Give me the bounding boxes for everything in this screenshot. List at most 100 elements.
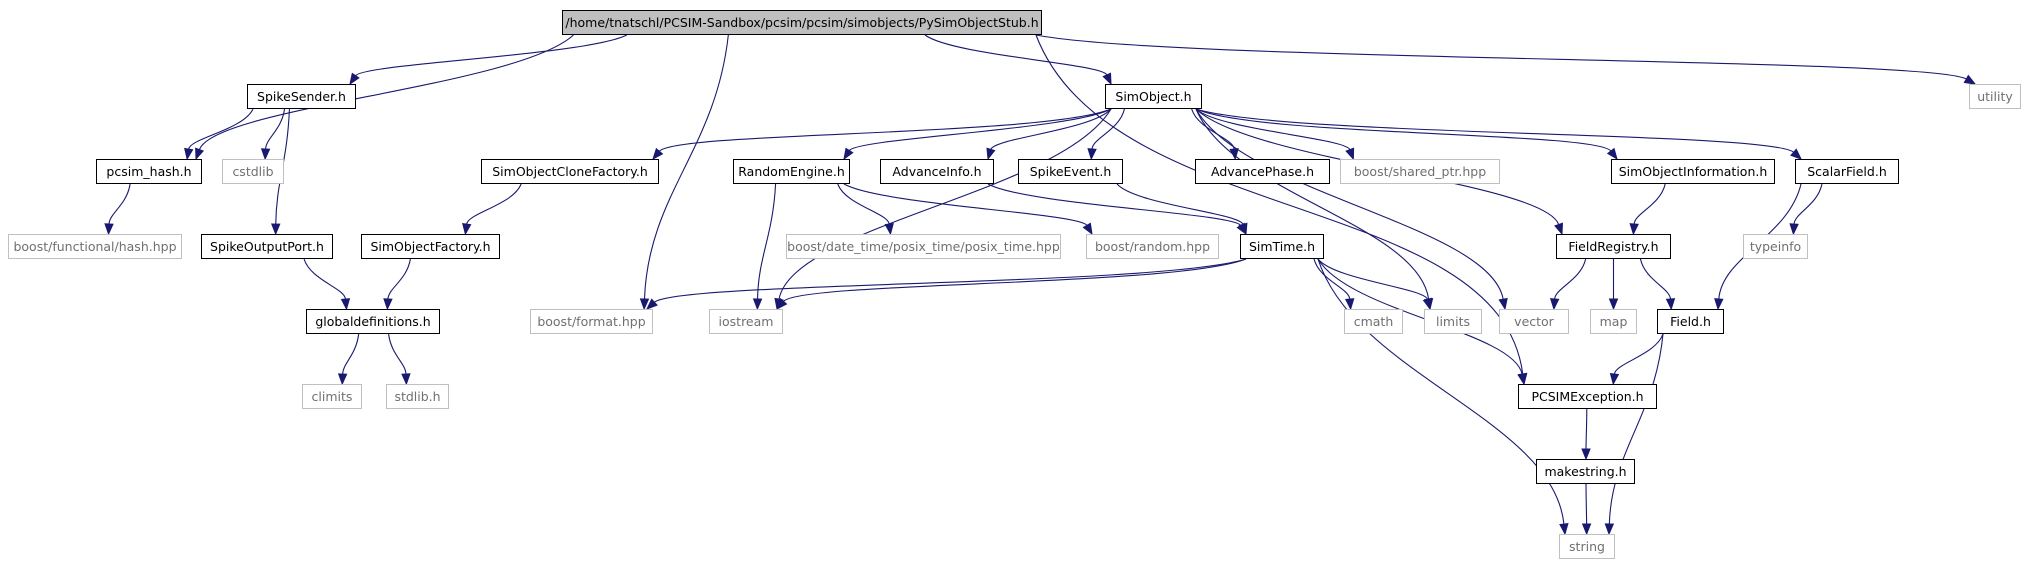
edge-arrowhead (1581, 448, 1591, 461)
edge-randomengine-to-posixtime (837, 183, 890, 225)
edge-scalarfield-to-typeinfo (1793, 183, 1823, 225)
edge-arrowhead (337, 373, 348, 386)
node-randomengine[interactable]: RandomEngine.h (733, 159, 850, 184)
edge-fieldregistry-to-field (1639, 258, 1672, 300)
edge-root-to-pcsimhash (198, 34, 574, 150)
node-simobject[interactable]: SimObject.h (1105, 84, 1202, 109)
edge-makestring-to-string (1585, 483, 1588, 525)
edge-arrowhead (843, 147, 854, 161)
edge-simtime-to-string (1317, 258, 1565, 525)
edge-advanceinfo-to-simtime (987, 183, 1242, 226)
edge-arrowhead (1554, 222, 1564, 236)
node-typeinfo: typeinfo (1743, 234, 1808, 259)
edge-globaldefs-to-climits (342, 333, 360, 375)
node-vector: vector (1499, 309, 1569, 334)
node-makestring[interactable]: makestring.h (1536, 459, 1635, 484)
edge-simobject-to-vector (1195, 108, 1504, 300)
edge-arrowhead (1345, 147, 1355, 161)
node-limits: limits (1424, 309, 1482, 334)
edge-arrowhead (752, 298, 763, 311)
node-field[interactable]: Field.h (1657, 309, 1724, 334)
edge-arrowhead (184, 147, 194, 161)
node-spikeevent[interactable]: SpikeEvent.h (1018, 159, 1123, 184)
edge-arrowhead (1606, 147, 1618, 161)
edge-simobject-to-scalarfield (1195, 108, 1794, 153)
node-simobjfactory[interactable]: SimObjectFactory.h (361, 234, 500, 259)
edge-globaldefs-to-stdlib (388, 333, 407, 375)
edge-spikesender-to-pcsimhash (188, 108, 254, 150)
edge-arrowhead (1498, 297, 1508, 311)
edge-simobject-to-spikeevent (1091, 108, 1125, 150)
edge-pcsimexception-to-makestring (1585, 408, 1588, 450)
edge-simobject-to-sharedptr (1195, 108, 1351, 151)
node-posixtime: boost/date_time/posix_time/posix_time.hp… (786, 234, 1061, 259)
node-utility: utility (1969, 84, 2021, 109)
edge-simobject-to-randomengine (848, 108, 1112, 151)
edge-arrowhead (1102, 72, 1112, 86)
edge-arrowhead (1963, 74, 1977, 85)
edge-arrowhead (776, 297, 788, 311)
edge-arrowhead (986, 147, 996, 161)
node-cloneFactory[interactable]: SimObjectCloneFactory.h (481, 159, 659, 184)
node-fieldregistry[interactable]: FieldRegistry.h (1556, 234, 1671, 259)
edge-arrowhead (1344, 298, 1355, 311)
edge-arrowhead (462, 222, 472, 236)
edge-arrowhead (1517, 372, 1527, 386)
edge-arrowhead (1608, 298, 1619, 311)
node-functionalhash: boost/functional/hash.hpp (8, 234, 182, 259)
edge-root-to-pcsimexception (1035, 34, 1524, 375)
edge-arrowhead (884, 222, 894, 236)
node-root[interactable]: /home/tnatschl/PCSIM-Sandbox/pcsim/pcsim… (562, 10, 1042, 35)
edge-simtime-to-cmath (1313, 258, 1351, 300)
edge-arrowhead (1581, 523, 1592, 536)
edge-simobject-to-advanceinfo (990, 108, 1112, 150)
node-simobjinfo[interactable]: SimObjectInformation.h (1611, 159, 1775, 184)
node-string: string (1559, 534, 1615, 559)
edge-arrowhead (1665, 298, 1676, 311)
edge-arrowhead (271, 223, 281, 236)
edge-arrowhead (1714, 298, 1724, 311)
edge-spikeoutport-to-globaldefs (303, 258, 347, 300)
edge-simobjinfo-to-fieldregistry (1633, 183, 1666, 225)
edge-simtime-to-limits (1317, 258, 1428, 300)
edge-spikeevent-to-simtime (1116, 183, 1244, 225)
node-stdlib: stdlib.h (386, 384, 449, 409)
edge-arrowhead (1559, 523, 1569, 536)
edge-arrowhead (1629, 223, 1639, 236)
edge-simobject-to-cloneFactory (658, 108, 1112, 152)
edge-arrowhead (195, 147, 205, 161)
edge-simobjfactory-to-globaldefs (387, 258, 411, 300)
edge-arrowhead (646, 298, 658, 310)
node-simtime[interactable]: SimTime.h (1240, 234, 1324, 259)
edge-cloneFactory-to-simobjfactory (466, 183, 522, 225)
node-spikesender[interactable]: SpikeSender.h (247, 84, 356, 109)
edge-arrowhead (1790, 148, 1802, 160)
node-map: map (1590, 309, 1637, 334)
node-pcsimexception[interactable]: PCSIMException.h (1518, 384, 1657, 409)
edge-arrowhead (652, 147, 664, 161)
edge-root-to-boostformat (643, 34, 729, 300)
edge-spikesender-to-cstdlib (265, 108, 286, 150)
node-advanceinfo[interactable]: AdvanceInfo.h (880, 159, 994, 184)
edge-arrowhead (1087, 148, 1097, 161)
node-cstdlib: cstdlib (222, 159, 284, 184)
edge-arrowhead (104, 223, 114, 236)
node-iostream: iostream (709, 309, 783, 334)
edge-arrowhead (340, 298, 351, 311)
node-boostrandom: boost/random.hpp (1086, 234, 1219, 259)
node-spikeoutport[interactable]: SpikeOutputPort.h (201, 234, 333, 259)
node-scalarfield[interactable]: ScalarField.h (1795, 159, 1899, 184)
node-climits: climits (302, 384, 362, 409)
node-pcsimhash[interactable]: pcsim_hash.h (96, 159, 202, 184)
node-globaldefs[interactable]: globaldefinitions.h (306, 309, 440, 334)
edge-simtime-to-iostream (783, 258, 1247, 302)
node-boostformat: boost/format.hpp (530, 309, 653, 334)
edge-arrowhead (401, 373, 411, 386)
edge-arrowhead (1609, 373, 1620, 386)
edge-pcsimhash-to-functionalhash (108, 183, 131, 225)
node-advancephase[interactable]: AdvancePhase.h (1195, 159, 1330, 184)
edge-arrowhead (1082, 222, 1093, 236)
edge-field-to-string (1608, 333, 1664, 525)
edge-randomengine-to-iostream (756, 183, 777, 300)
